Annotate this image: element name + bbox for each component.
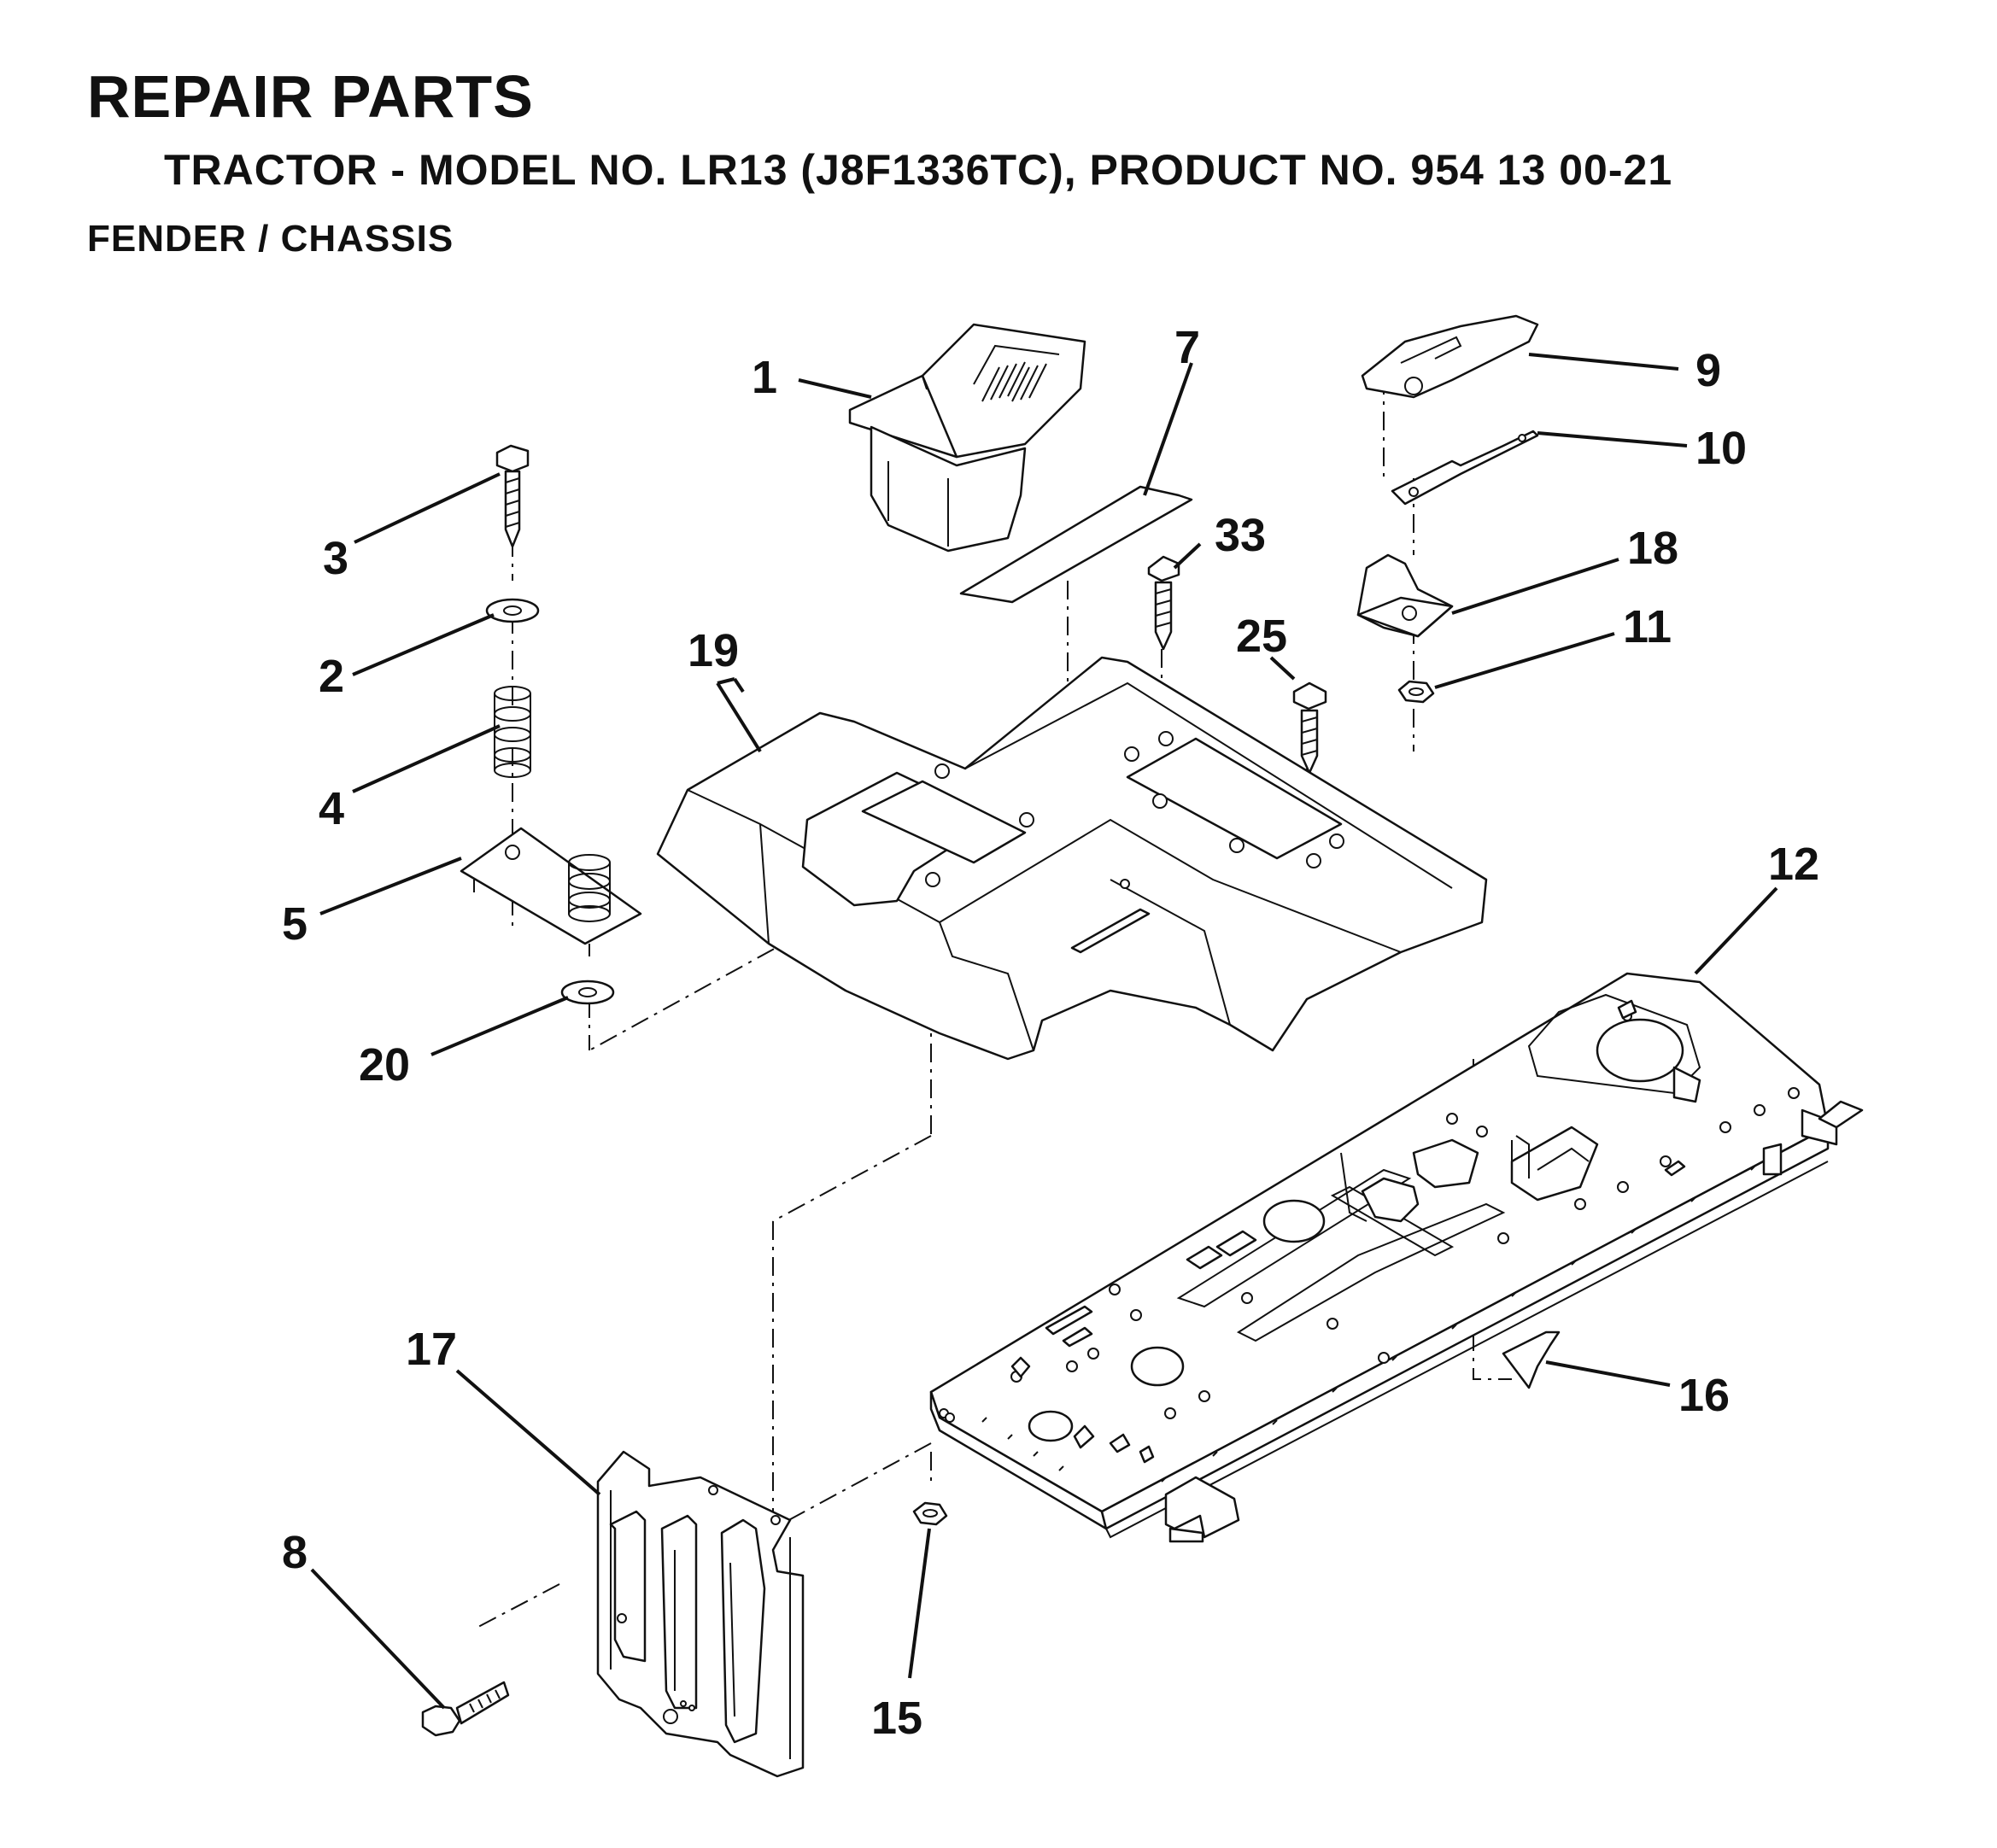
part-washer-2 [485, 598, 540, 623]
callout-11: 11 [1623, 601, 1672, 652]
callout-16: 16 [1678, 1370, 1730, 1421]
part-storage-tray [848, 323, 1086, 553]
callout-10: 10 [1695, 423, 1747, 474]
callout-20: 20 [359, 1039, 410, 1091]
callout-9: 9 [1695, 345, 1721, 396]
part-decal [959, 485, 1193, 604]
part-bolt-8 [421, 1681, 510, 1737]
model-subtitle: TRACTOR - MODEL NO. LR13 (J8F1336TC), PR… [164, 146, 1673, 194]
part-bolt-25 [1292, 681, 1327, 775]
leader-lines [310, 353, 1778, 1710]
part-bolt-3 [495, 444, 530, 548]
callout-1: 1 [752, 352, 777, 403]
part-fender [656, 656, 1488, 1061]
callout-7: 7 [1174, 322, 1200, 373]
callout-15: 15 [871, 1693, 922, 1744]
part-washer-20 [560, 980, 615, 1005]
part-bolt-33 [1147, 555, 1180, 651]
part-nut-11 [1397, 680, 1435, 704]
part-bracket [596, 1450, 805, 1778]
callout-labels: 1 2 3 4 5 7 8 9 10 11 12 15 16 17 18 19 … [282, 322, 1819, 1744]
part-nut-15 [912, 1501, 948, 1526]
page-title: REPAIR PARTS [87, 63, 534, 130]
callout-8: 8 [282, 1527, 307, 1578]
part-spring-plate [460, 827, 642, 956]
section-title: FENDER / CHASSIS [87, 218, 454, 260]
callout-12: 12 [1768, 839, 1819, 890]
part-clamp [1356, 553, 1454, 638]
part-top-cover [1361, 314, 1539, 399]
part-tab [1502, 1330, 1561, 1389]
part-spring-4 [494, 686, 531, 778]
part-frame [929, 972, 1864, 1543]
callout-4: 4 [319, 783, 344, 834]
callout-33: 33 [1215, 510, 1266, 561]
callout-3: 3 [323, 533, 348, 584]
callout-2: 2 [319, 651, 344, 702]
callout-25: 25 [1236, 611, 1287, 662]
callout-18: 18 [1627, 523, 1678, 574]
callout-17: 17 [406, 1324, 457, 1375]
callout-19: 19 [688, 625, 739, 676]
part-plate [1391, 430, 1539, 506]
callout-5: 5 [282, 898, 307, 950]
